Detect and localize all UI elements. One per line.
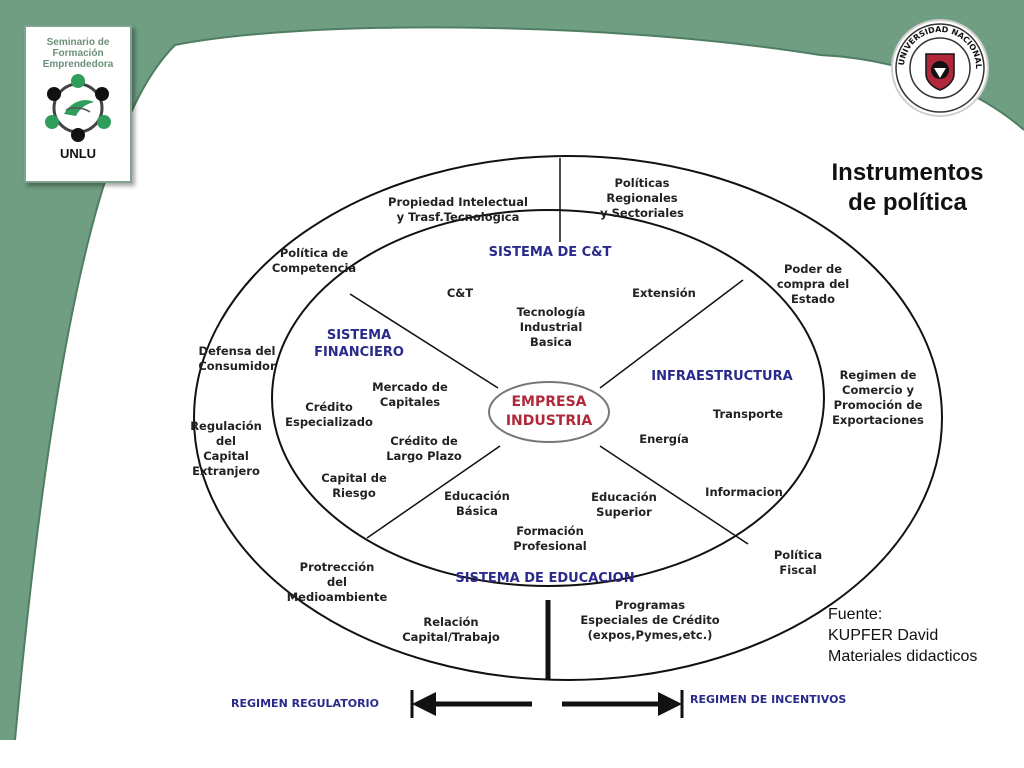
system-cyt: SISTEMA DE C&T	[488, 245, 612, 260]
center-label: EMPRESA INDUSTRIA	[505, 394, 593, 429]
inner-divider-lower-left	[366, 445, 501, 539]
inner-divider-upper-right	[599, 279, 744, 389]
logo-name: UNLU	[59, 146, 97, 161]
label-politicas-regionales: Políticas Regionales y Sectoriales	[600, 176, 684, 220]
label-capital-riesgo: Capital de Riesgo	[321, 471, 387, 500]
outer-ellipse	[193, 155, 943, 681]
label-tecnologia: Tecnología Industrial Basica	[516, 305, 586, 349]
system-educacion: SISTEMA DE EDUCACION	[455, 571, 635, 586]
label-energia: Energía	[639, 432, 689, 446]
page-title: Instrumentos de política	[831, 159, 984, 216]
center-ellipse	[488, 381, 610, 443]
label-regimen-comercio: Regimen de Comercio y Promoción de Expor…	[832, 368, 924, 427]
label-educacion-basica: Educación Básica	[444, 489, 510, 518]
inner-divider-upper-left	[349, 293, 499, 389]
logo-emblem-icon	[45, 74, 111, 142]
label-propiedad: Propiedad Intelectual y Trasf.Tecnologic…	[388, 195, 528, 224]
label-mercado-capitales: Mercado de Capitales	[372, 380, 448, 409]
label-politica-fiscal: Política Fiscal	[773, 548, 823, 577]
logo-line-2: Formación	[52, 48, 104, 59]
system-financiero: SISTEMA FINANCIERO	[314, 328, 404, 360]
inner-ellipse	[271, 209, 825, 587]
label-medioambiente: Protrección del Medioambiente	[286, 560, 388, 604]
left-arrow-icon	[412, 692, 436, 716]
university-seal-icon: UNIVERSIDAD NACIONAL DE LUJAN	[890, 18, 989, 117]
regimen-incentivos-label: REGIMEN DE INCENTIVOS	[690, 693, 847, 706]
logo-line-3: Emprendedora	[42, 59, 114, 70]
label-credito-largo: Crédito de Largo Plazo	[386, 434, 462, 463]
label-educacion-superior: Educación Superior	[591, 490, 657, 519]
inner-divider-lower-right	[599, 445, 749, 545]
label-defensa: Defensa del Consumidor	[198, 344, 276, 373]
label-regulacion: Regulación del Capital Extranjero	[190, 419, 262, 478]
logo-line-1: Seminario de	[46, 37, 110, 48]
label-credito-especializado: Crédito Especializado	[285, 400, 373, 429]
right-arrow-icon	[658, 692, 682, 716]
seminario-logo: Seminario de Formación Emprendedora UNLU	[24, 25, 132, 183]
label-cyt: C&T	[446, 286, 474, 300]
label-relacion: Relación Capital/Trabajo	[402, 615, 500, 644]
label-poder-compra: Poder de compra del Estado	[776, 262, 850, 306]
label-formacion: Formación Profesional	[513, 524, 587, 553]
label-informacion: Informacion	[705, 485, 783, 499]
system-infraestructura: INFRAESTRUCTURA	[651, 369, 793, 384]
label-programas: Programas Especiales de Crédito (expos,P…	[580, 598, 720, 642]
label-transporte: Transporte	[712, 407, 784, 421]
regimen-regulatorio-label: REGIMEN REGULATORIO	[231, 697, 379, 710]
source-note: Fuente: KUPFER David Materiales didactic…	[828, 606, 978, 665]
label-extension: Extensión	[632, 286, 696, 300]
label-competencia: Política de Competencia	[271, 246, 357, 275]
